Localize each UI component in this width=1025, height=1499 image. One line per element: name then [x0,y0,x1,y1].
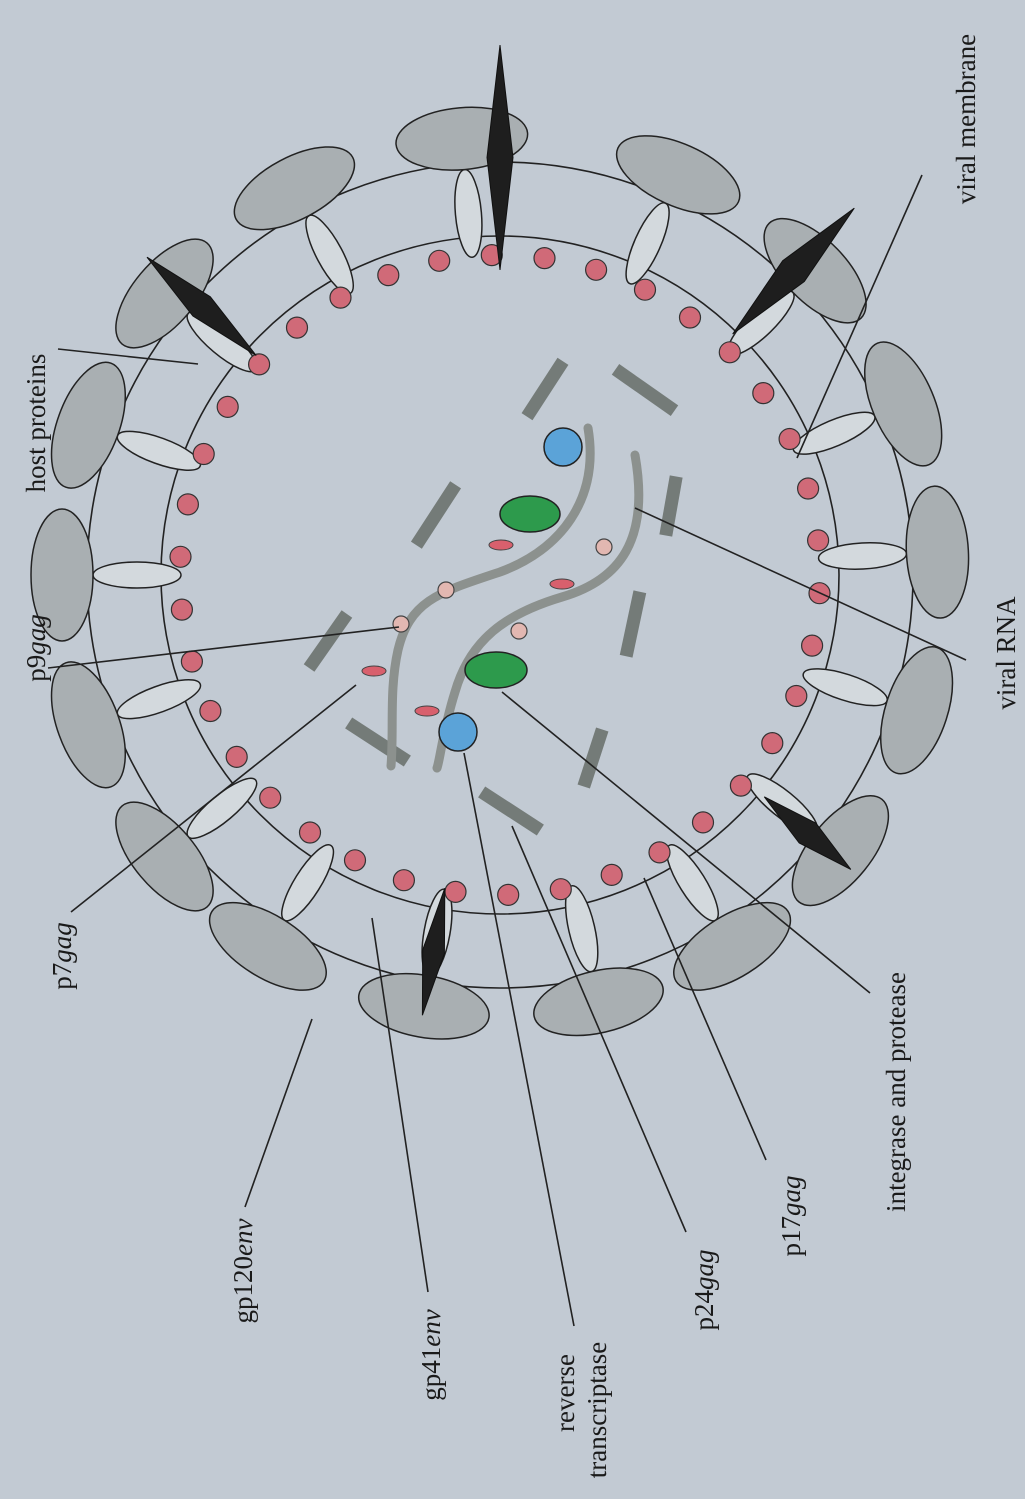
p17gag-protein [753,383,774,404]
gp41env-protein [297,210,361,300]
p9gag-protein [511,623,527,639]
p17gag-protein [586,259,607,280]
p7gag-protein [550,579,574,589]
capsid-bar [612,364,678,416]
p17gag-protein [378,265,399,286]
label-p24gag: p24gag [689,1250,719,1331]
p17gag-protein [719,342,740,363]
p17gag-protein [287,317,308,338]
p7gag-protein [489,540,513,550]
p9gag-protein [438,582,454,598]
label-p17gag: p17gag [776,1176,806,1257]
p17gag-protein [177,494,198,515]
leader-line-p24gag [512,826,686,1232]
gp41env-protein [618,198,678,289]
p17gag-protein [786,686,807,707]
p17gag-protein [170,546,191,567]
p17gag-protein [649,842,670,863]
label-gp120env: gp120env [228,1219,258,1324]
gp41env-protein [113,424,205,479]
label-host-proteins: host proteins [21,354,51,493]
label-reverse-transcriptase-line1: reverse [550,1354,580,1432]
p17gag-protein [730,775,751,796]
capsid-bar [411,481,461,548]
p17gag-protein [680,307,701,328]
p17gag-protein [802,635,823,656]
p17gag-protein [345,850,366,871]
gp120env-protein [37,652,140,797]
label-reverse-transcriptase-line2: transcriptase [582,1342,612,1478]
label-viral-rna: viral RNA [991,596,1021,710]
p17gag-protein [393,870,414,891]
p17gag-protein [762,733,783,754]
p17gag-protein [260,787,281,808]
gp120env-protein [605,120,751,230]
p17gag-protein [550,879,571,900]
p17gag-protein [534,248,555,269]
capsid-bar [345,717,411,766]
p17gag-protein [498,884,519,905]
label-p7gag: p7gag [47,922,77,990]
p17gag-protein [217,396,238,417]
capsid-bar [478,786,544,835]
leader-line-host-proteins [58,349,198,364]
p17gag-protein [300,822,321,843]
gp120env-protein [222,130,368,247]
gp120env-protein [867,638,967,783]
p17gag-protein [429,250,450,271]
gp120env-protein [903,485,972,620]
viral-rna [391,428,639,768]
p17gag-protein [226,746,247,767]
gp41env-protein [113,672,205,727]
gp41env-protein [180,770,264,846]
p17gag-protein [635,279,656,300]
p17gag-protein [693,812,714,833]
label-integrase-protease: integrase and protease [881,972,911,1212]
label-p9gag: p9gag [21,614,51,682]
integrase-protease [500,496,560,532]
gp120env-protein [527,957,670,1047]
gp41env-protein [273,839,342,927]
p17gag-protein [330,287,351,308]
gp120env-protein [849,331,958,477]
p17gag-protein [798,478,819,499]
label-gp41env: gp41env [416,1309,446,1400]
leader-line-reverse-transcriptase [464,753,574,1326]
leader-lines [48,175,966,1326]
capsid-bar [620,590,646,657]
p17gag-protein [779,429,800,450]
p24gag-layer [304,358,683,836]
reverse-transcriptase [544,428,582,466]
p17gag-protein [200,701,221,722]
p17gag-protein [193,444,214,465]
p17gag-protein [171,599,192,620]
p7gag-protein [415,706,439,716]
p9gag-protein [596,539,612,555]
p9gag-protein [393,616,409,632]
gp41env-protein [789,404,880,462]
p7gag-protein [362,666,386,676]
leader-line-p9gag [48,627,399,668]
gp41env-protein [818,541,907,572]
gp120env-protein [37,353,140,498]
leader-line-gp120env [245,1019,312,1207]
p17gag-protein [808,530,829,551]
label-viral-membrane: viral membrane [951,34,981,204]
reverse-transcriptase [439,713,477,751]
gp41env-protein [452,168,486,258]
p17gag-protein [181,651,202,672]
p17gag-protein [601,864,622,885]
p17gag-protein [249,354,270,375]
integrase-protease [465,652,527,688]
capsid-bar [304,610,353,672]
capsid-bar [522,358,569,420]
p17gag-protein [445,881,466,902]
gp41env-protein [93,562,181,588]
